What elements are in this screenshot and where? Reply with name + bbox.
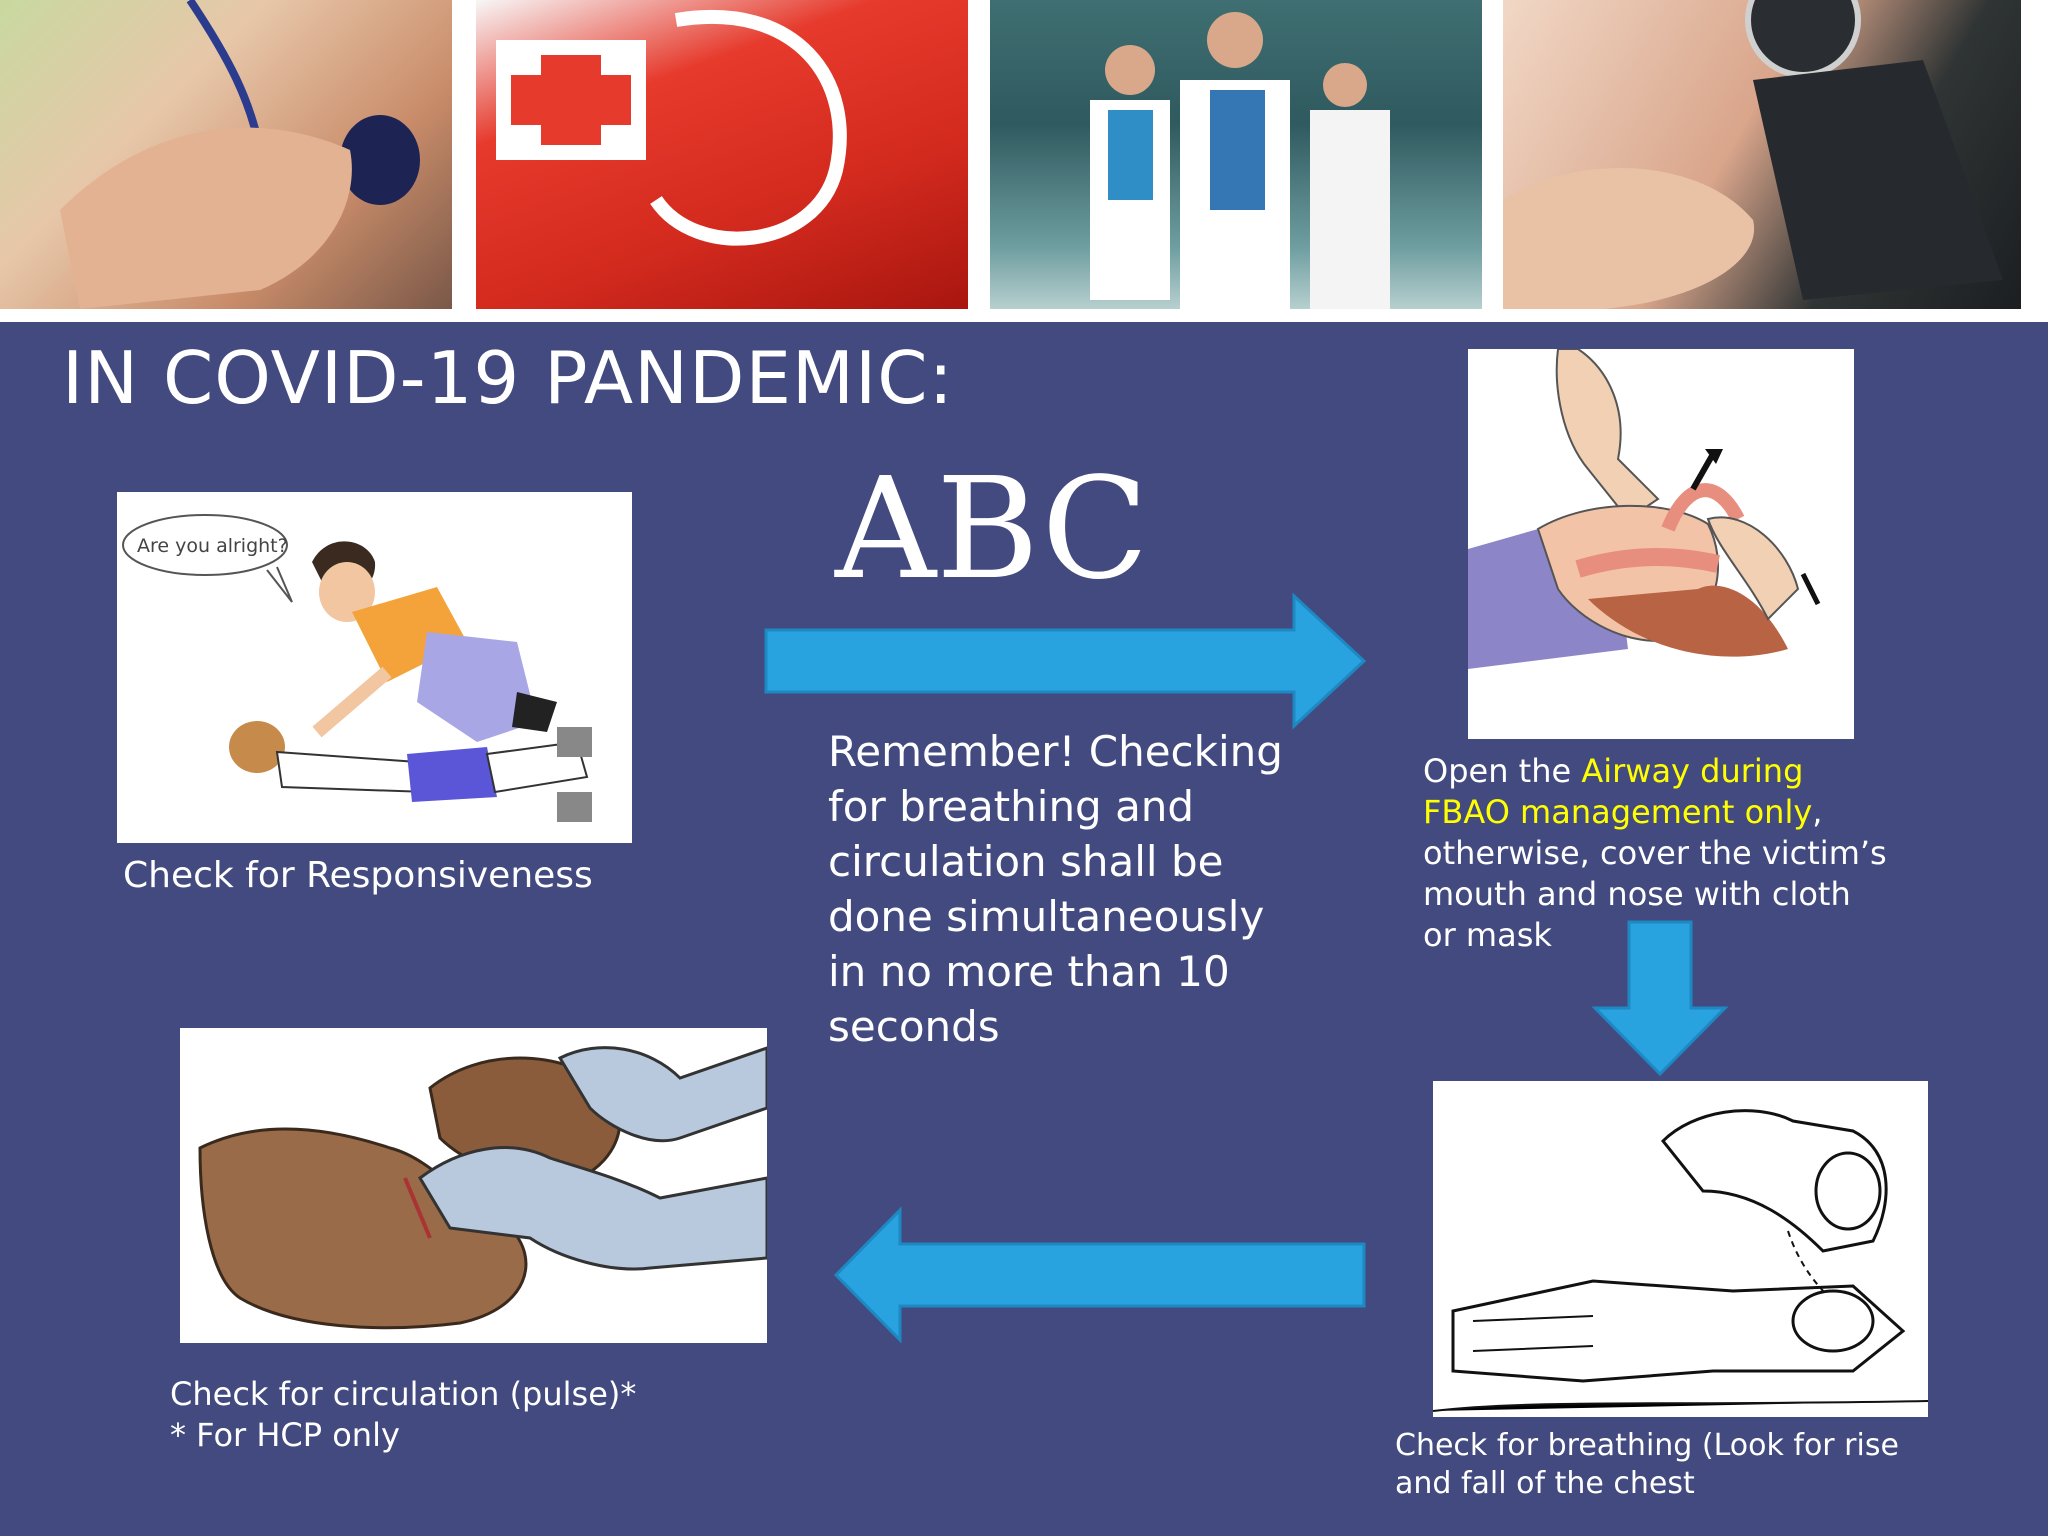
medical-staff-photo: [990, 0, 1482, 309]
circulation-illustration: [180, 1028, 767, 1343]
airway-illustration: [1468, 349, 1854, 739]
abc-heading: ABC: [835, 448, 1149, 611]
circulation-caption-line1: Check for circulation (pulse)*: [170, 1375, 637, 1413]
responsiveness-caption: Check for Responsiveness: [123, 855, 593, 896]
airway-caption-highlight: Airway during FBAO management only: [1423, 752, 1813, 831]
slide-title: IN COVID-19 PANDEMIC:: [62, 336, 954, 420]
right-arrow-icon: [764, 592, 1367, 730]
speech-text: Are you alright?: [137, 535, 288, 557]
breathing-illustration: [1433, 1081, 1928, 1417]
down-arrow-icon: [1591, 920, 1729, 1077]
photo-banner: [0, 0, 2048, 322]
breathing-caption: Check for breathing (Look for rise and f…: [1395, 1428, 1899, 1501]
reminder-text: Remember! Checking for breathing and cir…: [828, 727, 1283, 1051]
stethoscope-photo: [0, 0, 452, 309]
first-aid-kit-photo: [476, 0, 968, 309]
airway-caption: Open the Airway during FBAO management o…: [1423, 751, 1893, 956]
airway-caption-pre: Open the: [1423, 752, 1582, 790]
blood-pressure-photo: [1503, 0, 2021, 309]
circulation-caption-line2: * For HCP only: [170, 1416, 400, 1454]
left-arrow-icon: [834, 1206, 1366, 1344]
responsiveness-illustration: Are you alright?: [117, 492, 632, 843]
circulation-caption: Check for circulation (pulse)* * For HCP…: [170, 1374, 636, 1456]
airway-caption-post: , otherwise, cover the victim’s mouth an…: [1423, 793, 1887, 954]
